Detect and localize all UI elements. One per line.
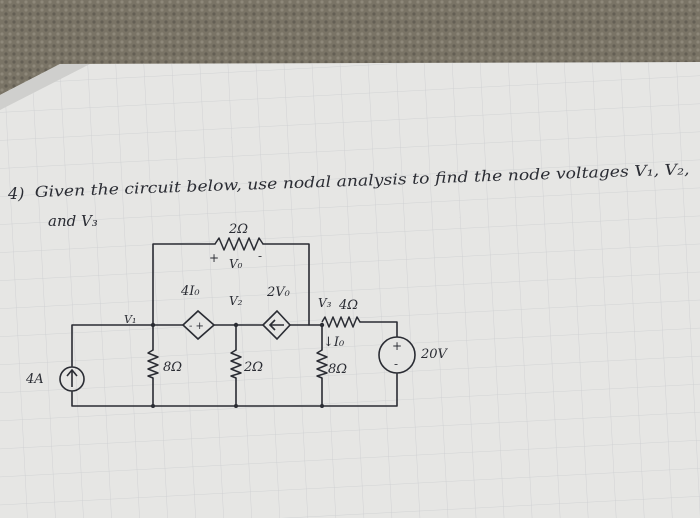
label-right-lower-resistor: 8Ω [328, 362, 347, 377]
node-ground-dot-mid [234, 404, 238, 408]
label-mid-resistor: 2Ω [243, 360, 263, 375]
label-v1: V₁ [124, 313, 136, 326]
vs-minus: - [394, 357, 398, 371]
label-v2: V₂ [229, 294, 243, 308]
problem-number: 4) [7, 184, 24, 203]
wire-v3-right [359, 321, 398, 338]
resistor-mid-2ohm [230, 349, 242, 379]
label-vo-plus: + [209, 251, 219, 265]
resistor-left-8ohm [147, 349, 159, 379]
current-source-4a [59, 366, 85, 392]
label-vs-value: 20V [420, 347, 449, 362]
node-v3-dot [319, 322, 325, 328]
node-dots [150, 322, 325, 408]
dependent-current-source [181, 309, 216, 341]
label-source-4a: 4A [25, 372, 44, 387]
dep-current-signs: - + [189, 321, 204, 332]
label-vo: V₀ [229, 257, 243, 271]
problem-line-2: and V₃ [48, 212, 98, 230]
label-vo-minus: - [258, 249, 262, 263]
label-v3: V₃ [318, 296, 332, 310]
node-ground-dot-right [320, 404, 324, 408]
paper-grid [0, 62, 700, 518]
wire-left-top [71, 324, 184, 367]
node-ground-dot-left [151, 404, 155, 408]
circuit-labels: 2Ω + V₀ - 4I₀ V₂ 2V₀ V₃ 4Ω V₁ ↓I₀ 4A 8Ω … [25, 222, 449, 387]
label-left-resistor: 8Ω [163, 360, 182, 375]
label-top-resistor: 2Ω [228, 222, 248, 237]
node-v2-dot [233, 322, 239, 328]
voltage-source-20v [378, 336, 416, 374]
resistor-right-8ohm [316, 349, 328, 379]
label-right-resistor: 4Ω [338, 298, 358, 313]
label-dep-voltage: 2V₀ [266, 285, 291, 300]
wire-top-left [152, 243, 216, 326]
paper-shadow [0, 64, 90, 110]
resistor-right-4ohm [321, 316, 361, 328]
label-io: ↓I₀ [323, 335, 345, 350]
label-dep-current: 4I₀ [180, 284, 200, 299]
wire-top-right [262, 243, 310, 326]
node-v1-dot [150, 322, 156, 328]
resistors [147, 237, 361, 379]
vs-plus: + [392, 339, 402, 353]
resistor-top-2ohm [214, 237, 264, 251]
dependent-voltage-source [261, 309, 292, 341]
